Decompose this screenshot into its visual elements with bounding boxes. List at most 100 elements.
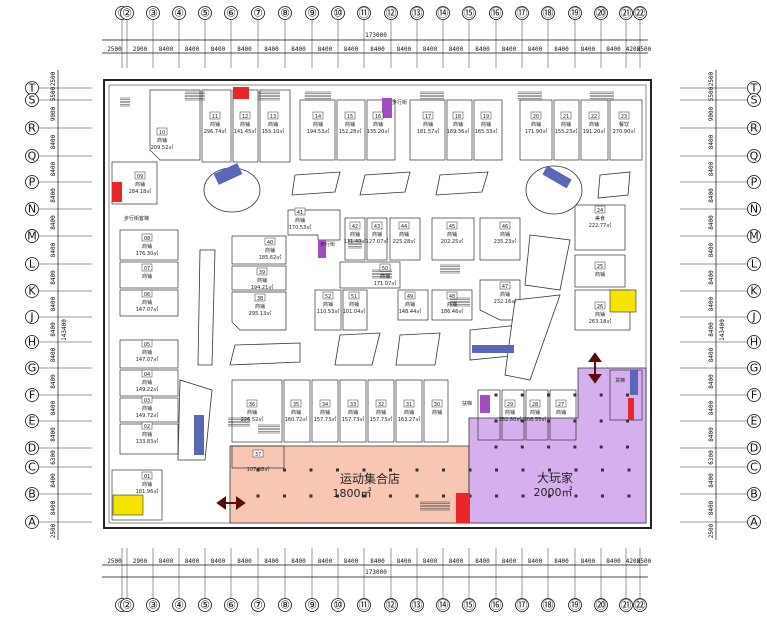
row-label-bubble	[25, 257, 39, 271]
shop-area: 131.40㎡	[344, 238, 367, 245]
column-label: ③	[148, 599, 158, 612]
stairwells	[112, 289, 637, 516]
shop-id-box	[141, 289, 153, 298]
column-spacing-label: 8400	[423, 558, 438, 565]
row-spacing-label: 8400	[708, 296, 715, 311]
column-dot	[415, 468, 419, 472]
shop-type: 商铺	[505, 409, 515, 416]
shop-id: 44	[401, 224, 407, 230]
shop-id: 39	[259, 270, 265, 276]
shop-id-box	[141, 339, 153, 348]
column-label-bubble	[331, 598, 345, 612]
column-dot	[283, 494, 286, 498]
shop-type: 商铺	[447, 231, 457, 238]
shop-id: 42	[352, 224, 358, 230]
shop-area: 235.23㎡	[494, 238, 517, 245]
shop-area: 155.10㎡	[262, 128, 285, 135]
column-spacing-label: 8400	[475, 558, 490, 565]
column-label: ⑰	[517, 599, 528, 612]
row-label: H	[750, 336, 758, 349]
column-dot	[256, 468, 260, 472]
row-label-bubble	[25, 388, 39, 402]
row-spacing-label: 8400	[50, 374, 57, 389]
stair-treads	[120, 91, 614, 511]
column-label: ⑮	[464, 7, 475, 20]
shop-id: 48	[449, 294, 455, 300]
column-spacing-label: 8400	[344, 558, 359, 565]
shop-id: 49	[407, 294, 413, 300]
shop-id-box	[404, 291, 416, 300]
shop-area: 282.80㎡	[499, 416, 522, 423]
column-dot	[309, 468, 313, 472]
column-label: ③	[148, 7, 158, 20]
shop-id: 01	[144, 474, 150, 480]
column-dot	[494, 419, 498, 423]
row-label: M	[27, 230, 37, 243]
column-label-bubble	[541, 6, 555, 20]
row-label: C	[28, 461, 36, 474]
row-spacing-label: 8400	[708, 347, 715, 362]
row-label-bubble	[25, 149, 39, 163]
column-label-bubble	[594, 598, 608, 612]
shop-type: 商铺	[595, 311, 605, 318]
shop-id-box	[560, 111, 572, 120]
shop-id-box	[504, 399, 516, 408]
row-label-bubble	[25, 229, 39, 243]
shop-area: 157.73㎡	[342, 416, 365, 423]
row-label: G	[750, 362, 759, 375]
column-spacing-label: 8400	[159, 558, 174, 565]
shop-id-box	[499, 281, 511, 290]
shop-id-box	[141, 471, 153, 480]
shop-type: 商铺	[295, 217, 305, 224]
column-label-bubble	[633, 598, 647, 612]
column-dot	[362, 494, 366, 498]
shop-id-box	[375, 399, 387, 408]
total-height-label: 143400	[61, 319, 68, 341]
shop-area: 149.22㎡	[136, 386, 159, 393]
shop-id-box	[141, 421, 153, 430]
shop-id-box	[239, 111, 251, 120]
shop-id: 52	[325, 294, 331, 300]
shop-id: 46	[502, 224, 508, 230]
shop-type: 商铺	[323, 301, 333, 308]
column-spacing-label: 2900	[133, 46, 148, 53]
row-spacing-label: 8400	[708, 270, 715, 285]
shop-id: 43	[374, 224, 380, 230]
row-label-bubble	[25, 441, 39, 455]
column-label: ⑧	[280, 7, 290, 20]
shop-area: 226.52㎡	[241, 416, 264, 423]
entry-arrows	[216, 352, 602, 510]
row-label: A	[28, 516, 36, 529]
shop-type: 商铺	[157, 137, 167, 144]
column-label-bubble	[224, 598, 238, 612]
column-label: ㉑	[621, 7, 632, 20]
shop-id: 13	[270, 114, 276, 120]
column-label-bubble	[146, 6, 160, 20]
shop-id-box	[256, 267, 268, 276]
shop-area: 208.55㎡	[524, 416, 547, 423]
row-spacing-label: 8400	[708, 427, 715, 442]
shop-area: 191.20㎡	[583, 128, 606, 135]
column-spacing-label: 8400	[475, 46, 490, 53]
row-label: G	[28, 362, 37, 375]
column-label-bubble	[305, 6, 319, 20]
shop-id-box	[290, 399, 302, 408]
column-label: ⑯	[491, 7, 502, 20]
column-dot	[494, 393, 498, 397]
row-label-bubble	[25, 487, 39, 501]
shop-id-box	[588, 111, 600, 120]
column-label-bubble	[251, 6, 265, 20]
shop-id: 28	[532, 402, 538, 408]
row-label-bubble	[747, 361, 761, 375]
column-dot	[495, 494, 498, 498]
right-grid-axis: TSRQPNMLKJHGFEDCBA1434002500550090008400…	[680, 70, 761, 540]
shop-id: 47	[502, 284, 508, 290]
row-label: B	[28, 488, 36, 501]
row-spacing-label: 8400	[50, 500, 57, 515]
shop-id-box	[594, 301, 606, 310]
column-label: ㉒	[635, 7, 646, 20]
column-label: ⑫	[386, 599, 397, 612]
shop-type: 商铺	[380, 273, 390, 280]
shop-type: 商铺	[561, 121, 571, 128]
column-spacing-label: 8400	[370, 46, 385, 53]
